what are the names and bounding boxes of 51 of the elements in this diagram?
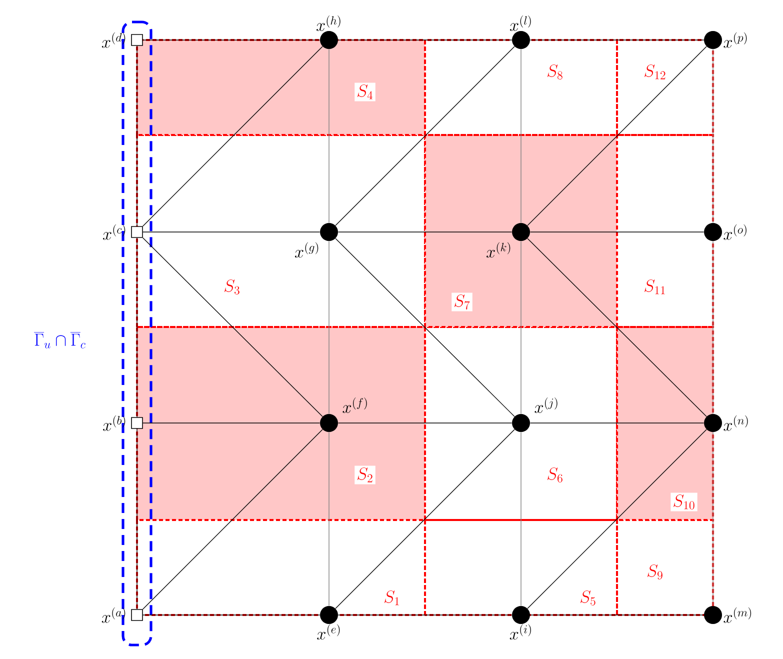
mesh-edge (530, 422, 704, 424)
mesh-edge (142, 238, 323, 417)
mesh-edge (335, 429, 515, 609)
mesh-edge (335, 46, 515, 226)
mesh-edge (142, 614, 320, 616)
mesh-edge (335, 238, 515, 417)
mesh-edge (527, 238, 707, 417)
node-label: $x^{(a)}$ (102, 607, 126, 623)
mesh-edge (136, 428, 138, 610)
mesh-edge (142, 422, 320, 424)
node-label: $x^{(n)}$ (724, 415, 748, 431)
mesh-edge (328, 240, 330, 414)
node-label: $x^{(c)}$ (102, 224, 126, 240)
subdomain-region: $S_5$ (424, 519, 618, 616)
subdomain-region: $S_{12}$ (616, 39, 714, 136)
mesh-edge (328, 48, 330, 224)
node-label: $\overline{\Gamma}_u \cap \overline{\Gamma}_c$ (34, 332, 86, 348)
mesh-edge (520, 240, 522, 414)
node-label: $x^{(o)}$ (724, 224, 746, 240)
subdomain-region: $S_{11}$ (616, 134, 714, 328)
node-label: $x^{(m)}$ (724, 607, 752, 623)
mesh-edge (527, 429, 707, 609)
mesh-edge (527, 46, 707, 226)
subdomain-region: $S_4$ (136, 39, 426, 136)
node-label: $x^{(k)}$ (486, 242, 510, 258)
node-label: $x^{(h)}$ (316, 16, 340, 31)
node-label: $x^{(p)}$ (724, 32, 747, 48)
mesh-edge (328, 432, 330, 606)
subdomain-region: $S_9$ (616, 519, 714, 616)
node-label: $x^{(f)}$ (342, 398, 367, 413)
mesh-edge (142, 46, 323, 226)
subdomain-region: $S_{10}$ (616, 326, 714, 521)
node-label: $x^{(i)}$ (510, 624, 531, 640)
node-label: $x^{(g)}$ (294, 242, 318, 258)
node-label: $x^{(e)}$ (317, 624, 340, 640)
node-label: $x^{(j)}$ (534, 398, 558, 413)
mesh-edge (338, 422, 512, 424)
mesh-edge (530, 614, 704, 616)
mesh-edge (520, 48, 522, 224)
node-label: $x^{(b)}$ (103, 415, 126, 431)
node-label: $x^{(d)}$ (102, 32, 126, 48)
mesh-edge (712, 432, 714, 606)
node-label: $x^{(l)}$ (510, 16, 531, 31)
subdomain-region: $S_8$ (424, 39, 618, 136)
mesh-edge (520, 432, 522, 606)
mesh-edge (712, 48, 714, 224)
mesh-edge (338, 614, 512, 616)
mesh-edge (142, 429, 323, 610)
mesh-edge (712, 240, 714, 414)
mesh-edge (136, 46, 138, 226)
mesh-edge (136, 238, 138, 418)
